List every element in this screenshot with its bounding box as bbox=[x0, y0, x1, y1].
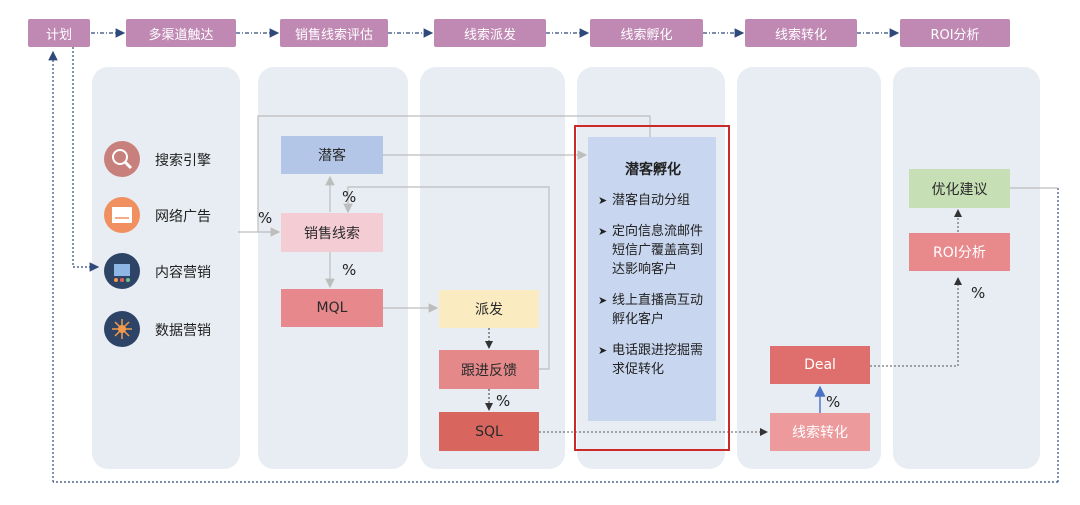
feedback-box: 跟进反馈 bbox=[439, 350, 539, 389]
stage-lead-evaluation: 销售线索评估 bbox=[280, 19, 388, 47]
optimize-box: 优化建议 bbox=[909, 169, 1010, 208]
percent-mql: % bbox=[342, 261, 357, 279]
sql-box: SQL bbox=[439, 412, 539, 451]
percent-sql: % bbox=[496, 392, 511, 410]
stage-plan: 计划 bbox=[28, 19, 90, 47]
stage-lead-conversion: 线索转化 bbox=[745, 19, 857, 47]
stage-lead-dispatch: 线索派发 bbox=[434, 19, 546, 47]
sales-lead-box: 销售线索 bbox=[281, 213, 383, 252]
stage-roi-analysis: ROI分析 bbox=[900, 19, 1010, 47]
search-engine-icon bbox=[104, 141, 140, 177]
nurture-panel: 潜客孵化 ➤ 潜客自动分组 ➤ 定向信息流邮件短信广覆盖高到达影响客户 ➤ 线上直播高… bbox=[588, 137, 716, 421]
arrow-bullet-icon: ➤ bbox=[598, 344, 608, 357]
percent-prospect: % bbox=[342, 188, 357, 206]
nurture-item: ➤ 潜客自动分组 bbox=[598, 191, 708, 210]
nurture-title: 潜客孵化 bbox=[625, 162, 681, 178]
channel-web-ad: 网络广告 bbox=[155, 209, 211, 225]
nurture-item: ➤ 定向信息流邮件短信广覆盖高到达影响客户 bbox=[598, 222, 708, 279]
nurture-item-text: 电话跟进挖掘需求促转化 bbox=[612, 343, 704, 377]
nurture-item-text: 线上直播高互动孵化客户 bbox=[612, 293, 704, 327]
nurture-item-text: 潜客自动分组 bbox=[612, 193, 691, 208]
channel-data-marketing: 数据营销 bbox=[155, 323, 211, 339]
nurture-item: ➤ 线上直播高互动孵化客户 bbox=[598, 291, 708, 329]
nurture-item: ➤ 电话跟进挖掘需求促转化 bbox=[598, 341, 708, 379]
stage-lead-nurture: 线索孵化 bbox=[590, 19, 703, 47]
lead-conversion-box: 线索转化 bbox=[770, 413, 870, 451]
deal-box: Deal bbox=[770, 346, 870, 384]
column-lead-evaluation bbox=[258, 67, 408, 469]
data-marketing-icon bbox=[104, 311, 140, 347]
percent-deal: % bbox=[826, 393, 841, 411]
column-dispatch bbox=[420, 67, 565, 469]
percent-channels: % bbox=[258, 209, 273, 227]
channel-search-engine: 搜索引擎 bbox=[155, 153, 211, 169]
arrow-bullet-icon: ➤ bbox=[598, 225, 608, 238]
roi-box: ROI分析 bbox=[909, 233, 1010, 271]
channel-content-marketing: 内容营销 bbox=[155, 265, 211, 281]
arrow-bullet-icon: ➤ bbox=[598, 194, 608, 207]
nurture-item-text: 定向信息流邮件短信广覆盖高到达影响客户 bbox=[612, 224, 704, 277]
percent-roi: % bbox=[971, 284, 986, 302]
stage-multichannel-reach: 多渠道触达 bbox=[126, 19, 236, 47]
arrow-bullet-icon: ➤ bbox=[598, 294, 608, 307]
mql-box: MQL bbox=[281, 289, 383, 327]
content-marketing-icon bbox=[104, 253, 140, 289]
web-ad-icon bbox=[104, 197, 140, 233]
prospect-box: 潜客 bbox=[281, 136, 383, 174]
nurture-highlight-frame bbox=[574, 125, 730, 451]
dispatch-box: 派发 bbox=[439, 290, 539, 328]
column-conversion bbox=[737, 67, 881, 469]
